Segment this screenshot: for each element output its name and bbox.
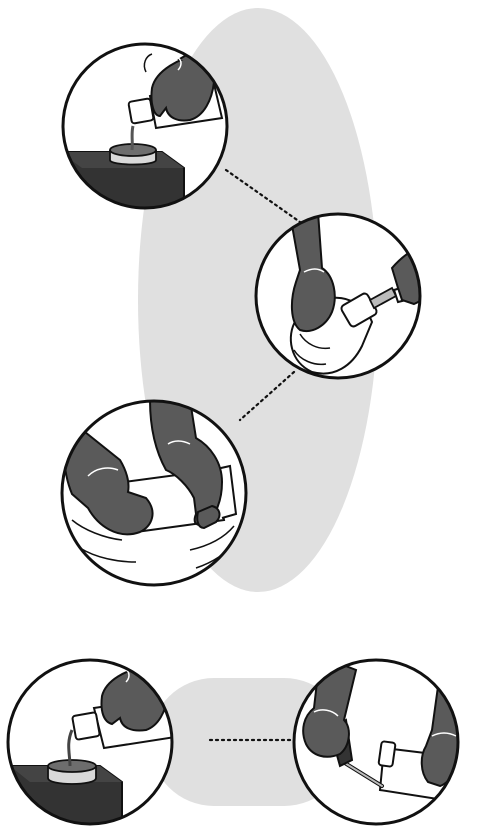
step-2-rinse-icon — [256, 212, 470, 378]
step-4-pour-icon — [8, 650, 190, 834]
step-3-shake-icon — [62, 400, 246, 585]
step-5-rinse-icon — [294, 656, 470, 824]
